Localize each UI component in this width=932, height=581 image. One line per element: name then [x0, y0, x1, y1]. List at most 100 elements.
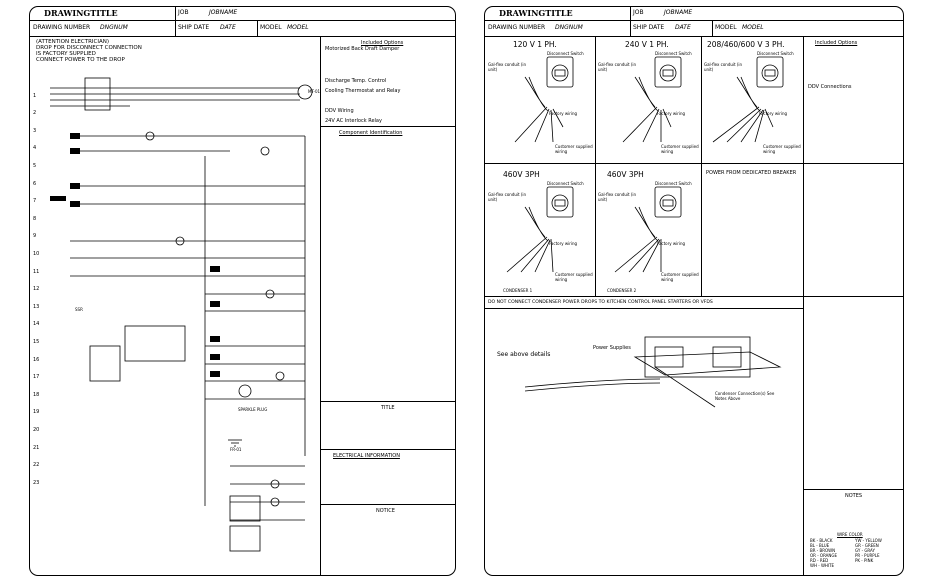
row-number: 14 — [33, 321, 40, 327]
wiring-diagram-sheet-right: DRAWINGTITLE JOB JOBNAME DRAWING NUMBER … — [484, 6, 904, 576]
fr01-label: FR-01 — [230, 447, 242, 452]
divider — [485, 296, 903, 297]
row-number: 2 — [33, 110, 37, 116]
wire-color-entry: BK - BLACK — [810, 538, 833, 543]
condenser-connection-label: Condenser Connection(s) See Notes Above — [715, 391, 775, 401]
customer-wiring-label: Customer supplied wiring — [763, 144, 801, 154]
wire-color-entry: YW - YELLOW — [855, 538, 882, 543]
wire-color-title: WIRE COLOR — [837, 532, 863, 537]
ship-date-value: DATE — [675, 24, 691, 31]
customer-wiring-label: Customer supplied wiring — [661, 272, 699, 282]
divider — [701, 36, 702, 164]
disconnect-label: Disconnect Switch — [757, 51, 794, 56]
drawing-title: DRAWINGTITLE — [499, 8, 573, 18]
row-number: 23 — [33, 480, 40, 486]
model-cell: MODEL MODEL — [257, 21, 455, 36]
panel-heading: 240 V 1 PH. — [625, 40, 669, 49]
job-cell: JOB JOBNAME — [175, 7, 455, 20]
factory-wiring-label: Factory wiring — [657, 111, 686, 116]
row-number: 17 — [33, 374, 40, 380]
drawing-number-cell: DRAWING NUMBER DNGNUM — [30, 21, 176, 36]
title-block-divider — [485, 20, 903, 21]
row-number: 8 — [33, 216, 37, 222]
power-breaker-label: POWER FROM DEDICATED BREAKER — [706, 170, 797, 176]
panel-heading: 120 V 1 PH. — [513, 40, 557, 49]
drawing-title: DRAWINGTITLE — [44, 8, 118, 18]
title-block: DRAWINGTITLE JOB JOBNAME DRAWING NUMBER … — [30, 7, 455, 37]
drawing-title-cell: DRAWINGTITLE — [30, 7, 176, 20]
drawing-number-value: DNGNUM — [555, 24, 583, 31]
model-cell: MODEL MODEL — [712, 21, 903, 36]
model-label: MODEL — [260, 24, 282, 31]
option-item: 24V AC Interlock Relay — [325, 118, 382, 124]
ship-date-label: SHIP DATE — [178, 24, 210, 31]
option-item: Discharge Temp. Control — [325, 78, 387, 84]
row-number: 15 — [33, 339, 40, 345]
notice-line: CONNECT POWER TO THE DROP — [36, 57, 125, 63]
row-number: 11 — [33, 269, 40, 275]
customer-wiring-label: Customer supplied wiring — [555, 144, 593, 154]
wire-color-entry: GY - GRAY — [855, 548, 875, 553]
notice-line: DROP FOR DISCONNECT CONNECTION — [36, 45, 142, 51]
factory-wiring-label: Factory wiring — [549, 241, 578, 246]
wire-color-entry: BL - BLUE — [810, 543, 830, 548]
job-label: JOB — [633, 9, 644, 16]
row-number: 22 — [33, 462, 40, 468]
ssr-label: SSR — [75, 307, 83, 312]
conduit-label: Gal-flex conduit (in unit) — [704, 62, 743, 72]
row-number: 19 — [33, 409, 40, 415]
included-options-heading: Included Options — [361, 40, 404, 46]
title-block: DRAWINGTITLE JOB JOBNAME DRAWING NUMBER … — [485, 7, 903, 37]
notice-heading: NOTICE — [376, 508, 395, 514]
divider — [321, 504, 455, 505]
wire-color-entry: OR - ORANGE — [810, 553, 838, 558]
wire-color-entry: PR - PURPLE — [855, 553, 880, 558]
legend-column: Included Options Motorized Back Draft Da… — [320, 36, 455, 575]
conduit-label: Gal-flex conduit (in unit) — [598, 62, 637, 72]
title-heading: TITLE — [381, 405, 395, 411]
electrical-information-heading: ELECTRICAL INFORMATION — [333, 453, 400, 459]
factory-wiring-label: Factory wiring — [759, 111, 788, 116]
row-number: 5 — [33, 163, 37, 169]
model-label: MODEL — [715, 24, 737, 31]
conduit-label: Gal-flex conduit (in unit) — [598, 192, 637, 202]
see-above-label: See above details — [497, 351, 551, 358]
panel-heading: 460V 3PH — [503, 170, 540, 179]
power-supplies-label: Power Supplies — [593, 345, 631, 351]
model-value: MODEL — [287, 24, 309, 31]
row-number: 20 — [33, 427, 40, 433]
row-number: 4 — [33, 145, 37, 151]
ladder-schematic — [50, 77, 313, 552]
model-value: MODEL — [742, 24, 764, 31]
ship-date-label: SHIP DATE — [633, 24, 665, 31]
row-number: 1 — [33, 93, 37, 99]
row-number: 6 — [33, 181, 37, 187]
row-number: 16 — [33, 357, 40, 363]
ship-date-value: DATE — [220, 24, 236, 31]
disconnect-label: Disconnect Switch — [547, 51, 584, 56]
drawing-number-label: DRAWING NUMBER — [33, 24, 91, 31]
ship-date-cell: SHIP DATE DATE — [175, 21, 258, 36]
row-number: 9 — [33, 233, 37, 239]
divider — [321, 449, 455, 450]
customer-wiring-label: Customer supplied wiring — [661, 144, 699, 154]
factory-wiring-label: Factory wiring — [549, 111, 578, 116]
condenser-label: CONDENSER 2 — [607, 288, 637, 293]
drawing-title-cell: DRAWINGTITLE — [485, 7, 631, 20]
factory-wiring-label: Factory wiring — [657, 241, 686, 246]
disconnect-illustrations — [506, 56, 784, 408]
disconnect-label: Disconnect Switch — [655, 181, 692, 186]
motor-label: MT-01 — [308, 89, 321, 94]
row-number: 21 — [33, 445, 40, 451]
divider — [701, 163, 702, 296]
wire-color-entry: BR - BROWN — [810, 548, 836, 553]
ship-date-cell: SHIP DATE DATE — [630, 21, 713, 36]
notice-line: (ATTENTION ELECTRICIAN) — [36, 39, 110, 45]
option-item: Motorized Back Draft Damper — [325, 46, 400, 52]
wire-color-entry: RD - RED — [810, 558, 829, 563]
included-options-heading: Included Options — [815, 40, 858, 46]
option-item: Cooling Thermostat and Relay — [325, 88, 401, 94]
divider — [803, 36, 804, 575]
row-number: 3 — [33, 128, 37, 134]
notice-line: IS FACTORY SUPPLIED — [36, 51, 96, 57]
